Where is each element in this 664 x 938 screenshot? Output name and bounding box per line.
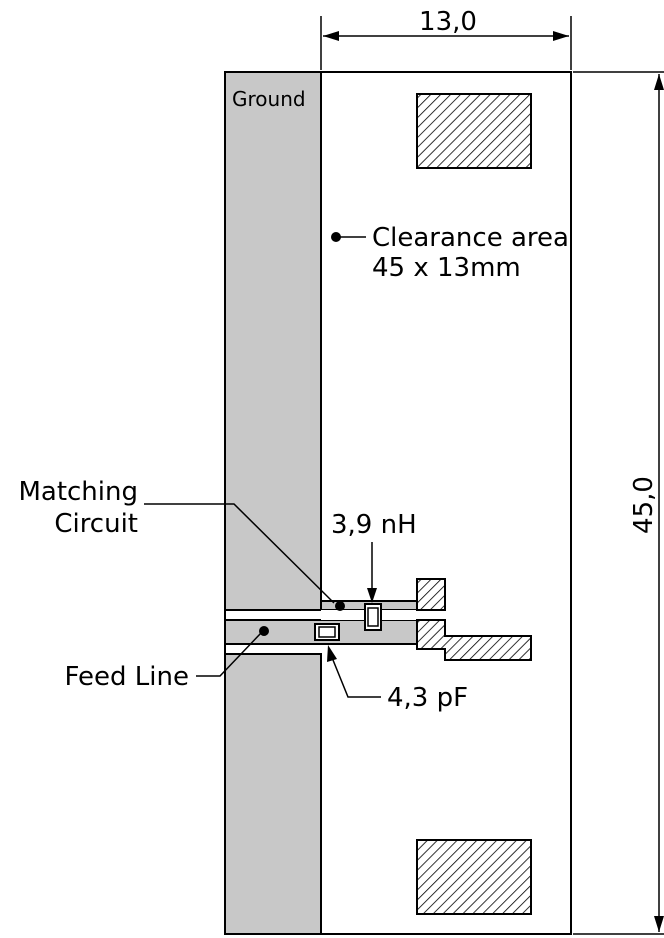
- dimension-width-label: 13,0: [419, 7, 477, 37]
- feed-line-leader: [196, 632, 262, 677]
- dimension-width: [320, 16, 572, 70]
- feed-line-label: Feed Line: [65, 662, 189, 692]
- clearance-label-line1: Clearance area: [372, 223, 569, 253]
- antenna-pad-bottom: [416, 839, 532, 915]
- matching-marker-dot: [335, 601, 345, 611]
- antenna-pad-top: [416, 93, 532, 169]
- ground-label: Ground: [232, 87, 306, 111]
- ground-plane-bottom: [224, 653, 322, 935]
- matching-label-line2: Circuit: [54, 509, 138, 539]
- clearance-marker-dot: [331, 232, 341, 242]
- inductor-arrowhead: [367, 588, 377, 603]
- dimension-height: [573, 71, 664, 935]
- antenna-element-lower: [416, 619, 532, 661]
- inductor-label: 3,9 nH: [331, 510, 417, 540]
- feed-line-marker-dot: [259, 626, 269, 636]
- matching-label-line1: Matching: [18, 477, 138, 507]
- capacitor-label: 4,3 pF: [387, 683, 468, 713]
- clearance-label-line2: 45 x 13mm: [372, 253, 521, 283]
- capacitor-leader: [332, 659, 381, 698]
- ground-plane-top: [224, 71, 322, 611]
- antenna-element-upper: [416, 578, 446, 611]
- inductor-component: [364, 603, 382, 631]
- dimension-height-label: 45,0: [629, 476, 659, 534]
- capacitor-arrowhead: [327, 645, 337, 662]
- capacitor-component: [314, 623, 340, 641]
- matching-leader: [144, 503, 335, 604]
